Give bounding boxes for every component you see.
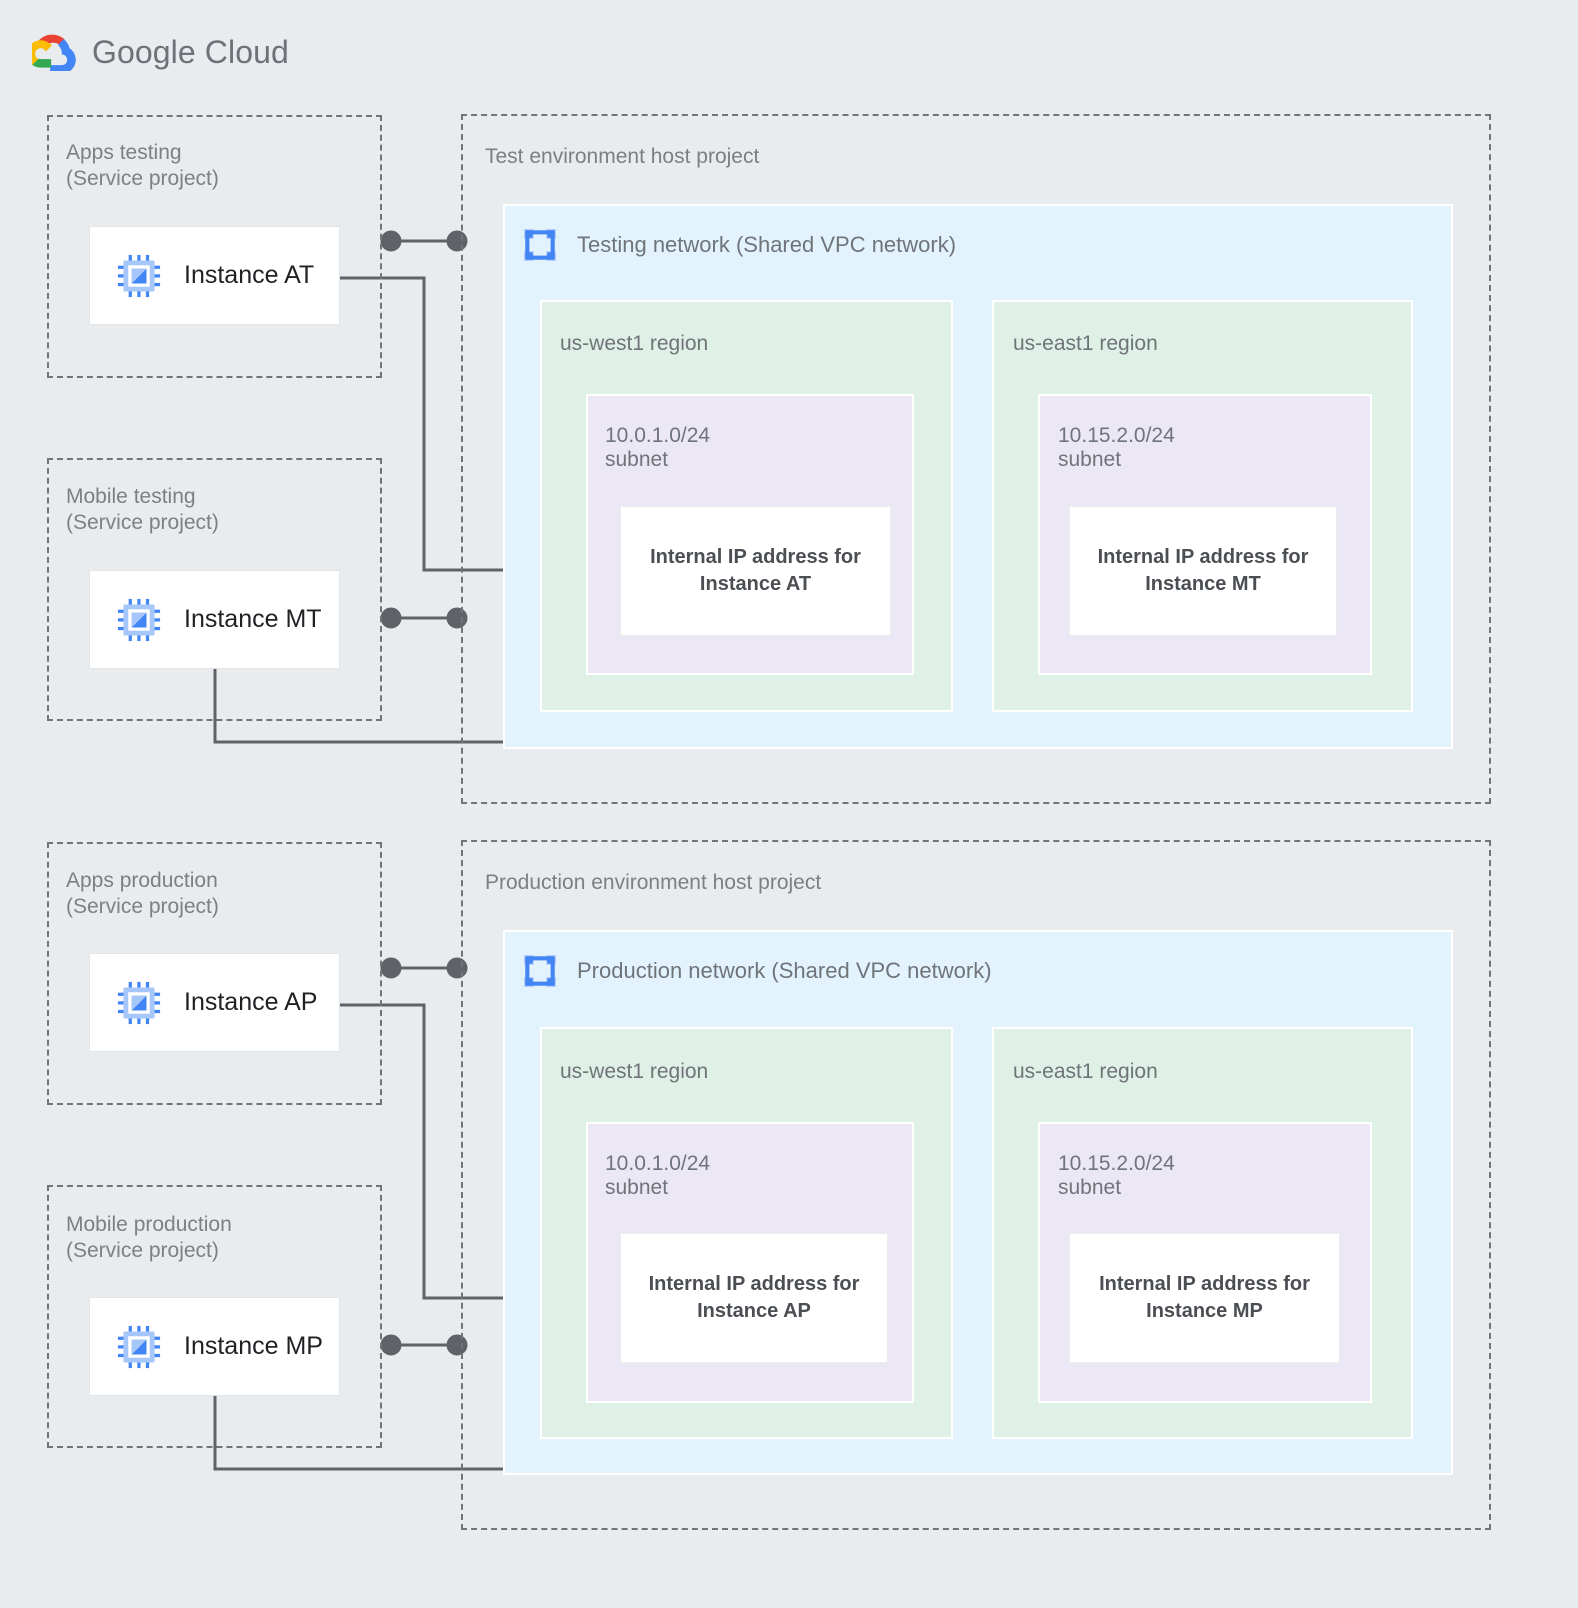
vpc-network-testing-header: Testing network (Shared VPC network) xyxy=(521,226,956,264)
google-cloud-logo-icon xyxy=(32,33,78,71)
vpc-network-production-title: Production network (Shared VPC network) xyxy=(577,958,992,983)
service-project-mobile-testing-title: Mobile testing (Service project) xyxy=(66,485,219,534)
google-cloud-wordmark: Google Cloud xyxy=(92,34,289,71)
region-prod-us-east1-title: us-east1 region xyxy=(1013,1060,1158,1083)
subnet-test-us-west1-title: 10.0.1.0/24 subnet xyxy=(605,424,711,471)
internal-ip-card-ap-text: Internal IP address for Instance AP xyxy=(648,1273,860,1322)
internal-ip-card-mp[interactable]: Internal IP address for Instance MP xyxy=(1069,1233,1340,1363)
compute-instance-icon xyxy=(116,980,162,1026)
instance-label-mt: Instance MT xyxy=(184,605,322,633)
vpc-network-icon xyxy=(521,952,559,990)
service-project-apps-production xyxy=(47,842,382,1105)
region-test-us-west1-title: us-west1 region xyxy=(560,332,709,355)
internal-ip-card-at-text: Internal IP address for Instance AT xyxy=(650,546,861,595)
service-project-mobile-production xyxy=(47,1185,382,1448)
compute-instance-icon xyxy=(116,597,162,643)
instance-label-mp: Instance MP xyxy=(184,1332,323,1360)
instance-card-ap[interactable]: Instance AP xyxy=(89,953,340,1052)
vpc-network-icon xyxy=(521,226,559,264)
service-project-apps-testing xyxy=(47,115,382,378)
logo-text-cloud: Cloud xyxy=(195,33,289,70)
service-project-apps-testing-title: Apps testing (Service project) xyxy=(66,141,219,190)
host-project-production-environment xyxy=(461,840,1491,1530)
instance-card-mp[interactable]: Instance MP xyxy=(89,1297,340,1396)
vpc-network-testing-title: Testing network (Shared VPC network) xyxy=(577,232,957,257)
host-project-test-environment xyxy=(461,114,1491,804)
service-project-mobile-production-title: Mobile production (Service project) xyxy=(66,1213,232,1262)
subnet-test-us-east1-title: 10.15.2.0/24 subnet xyxy=(1058,424,1175,471)
instance-label-at: Instance AT xyxy=(184,261,315,289)
subnet-prod-us-west1-title: 10.0.1.0/24 subnet xyxy=(605,1152,711,1199)
service-project-mobile-testing xyxy=(47,458,382,721)
compute-instance-icon xyxy=(116,253,162,299)
internal-ip-card-at[interactable]: Internal IP address for Instance AT xyxy=(620,506,891,636)
region-prod-us-west1-title: us-west1 region xyxy=(560,1060,709,1083)
compute-instance-icon xyxy=(116,1324,162,1370)
region-test-us-east1-title: us-east1 region xyxy=(1013,332,1158,355)
instance-card-mt[interactable]: Instance MT xyxy=(89,570,340,669)
internal-ip-card-mt-text: Internal IP address for Instance MT xyxy=(1097,546,1309,595)
host-project-test-environment-title: Test environment host project xyxy=(485,145,760,168)
instance-label-ap: Instance AP xyxy=(184,988,318,1016)
internal-ip-card-mp-text: Internal IP address for Instance MP xyxy=(1099,1273,1310,1322)
vpc-network-production-header: Production network (Shared VPC network) xyxy=(521,952,992,990)
service-project-apps-production-title: Apps production (Service project) xyxy=(66,869,219,918)
host-project-production-environment-title: Production environment host project xyxy=(485,871,822,894)
subnet-prod-us-east1-title: 10.15.2.0/24 subnet xyxy=(1058,1152,1175,1199)
internal-ip-card-ap[interactable]: Internal IP address for Instance AP xyxy=(620,1233,888,1363)
instance-card-at[interactable]: Instance AT xyxy=(89,226,340,325)
google-cloud-logo: Google Cloud xyxy=(32,33,289,71)
logo-text-google: Google xyxy=(92,33,196,70)
internal-ip-card-mt[interactable]: Internal IP address for Instance MT xyxy=(1069,506,1337,636)
